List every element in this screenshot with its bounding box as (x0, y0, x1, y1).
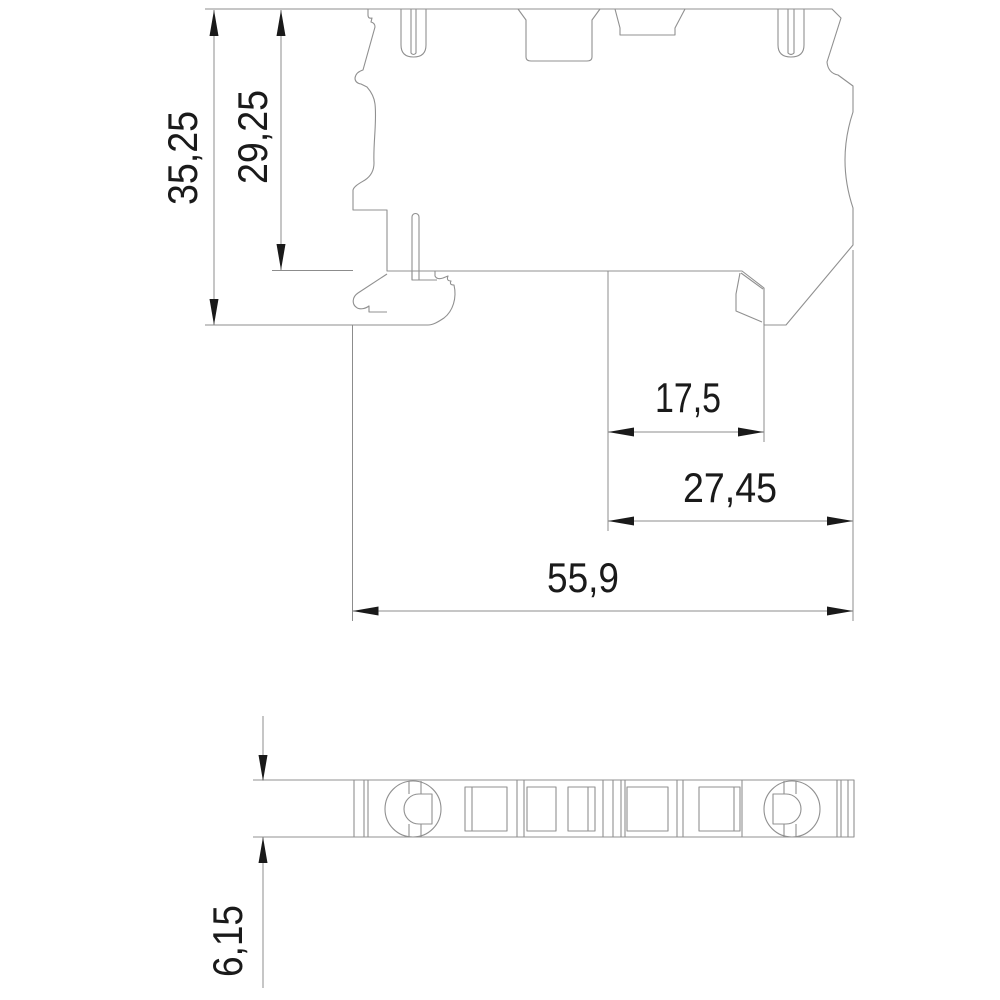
clamp-contact-right (772, 793, 802, 825)
arrowhead-left (352, 606, 379, 616)
latch-catch (427, 271, 456, 326)
dim-depth-offset: 27,45 (608, 464, 853, 526)
right-foot-hook (735, 272, 764, 323)
top-recess-deep (517, 8, 601, 62)
arrowhead-right (827, 516, 853, 526)
dim-base-thickness-label: 6,15 (204, 905, 251, 977)
left-foot (352, 273, 388, 313)
top-recess-shallow (614, 8, 686, 36)
dim-clamp-offset: 17,5 (608, 374, 764, 437)
dim-depth-offset-label: 27,45 (683, 464, 777, 511)
dim-overall-height-label: 35,25 (159, 111, 206, 205)
extension-lines (205, 8, 854, 621)
dim-height-above-rail: 29,25 (229, 10, 286, 270)
screw-slot-right-outer (777, 9, 805, 58)
arrowhead-up (276, 10, 286, 36)
screw-slot-left-inner (410, 9, 417, 56)
dim-overall-height: 35,25 (159, 10, 219, 325)
latch-release-tab (411, 212, 420, 280)
screw-slot-right-inner (787, 9, 795, 56)
bottom-view (253, 779, 855, 838)
dim-overall-depth: 55,9 (352, 554, 853, 616)
arrowhead-right (827, 606, 853, 616)
arrowhead-down (209, 299, 219, 325)
arrowhead-right (738, 427, 764, 437)
side-view-outline (352, 8, 854, 326)
clamp-contact-left-tabs (408, 781, 422, 837)
strip-edges (253, 779, 855, 838)
arrowhead-up (258, 837, 268, 863)
dim-height-above-rail-label: 29,25 (229, 90, 276, 184)
clamp-hole-right (763, 780, 821, 838)
strip-square-holes (464, 786, 741, 832)
arrowhead-down (276, 244, 286, 270)
clamp-hole-left (384, 780, 442, 838)
arrowhead-down (258, 755, 268, 781)
screw-slot-left-outer (400, 9, 427, 58)
dim-overall-depth-label: 55,9 (547, 554, 619, 601)
dim-clamp-offset-label: 17,5 (655, 374, 721, 421)
arrowhead-up (209, 10, 219, 36)
dim-base-thickness: 6,15 (204, 716, 268, 988)
dimension-annotations: 35,25 29,25 17,5 27,45 55,9 (159, 8, 854, 988)
arrowhead-left (608, 427, 634, 437)
rail-latch (411, 271, 437, 281)
side-view (352, 8, 854, 326)
clamp-contact-left (403, 793, 433, 825)
strip-dividers (353, 780, 849, 837)
clamp-contact-right-tabs (783, 781, 797, 837)
arrowhead-left (608, 516, 634, 526)
